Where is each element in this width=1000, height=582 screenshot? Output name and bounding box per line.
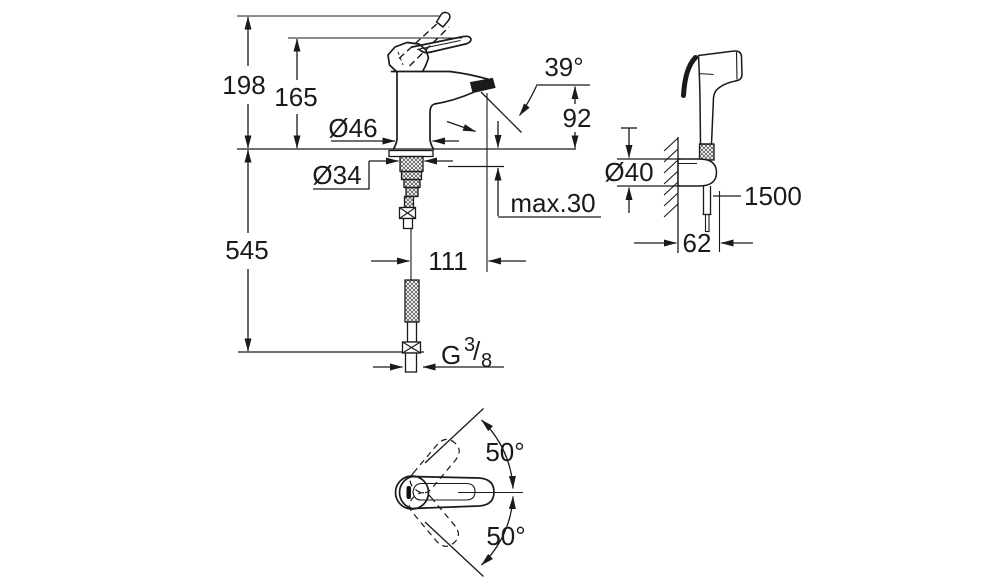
- mounting-hardware: [388, 149, 434, 230]
- dim-62-label: 62: [683, 228, 712, 258]
- angle-leader-arc: [518, 85, 538, 116]
- dim-d40-label: Ø40: [604, 157, 653, 187]
- thread-slash: /: [473, 336, 481, 366]
- hand-sprayer: [697, 50, 743, 145]
- handle-mark: [406, 486, 411, 499]
- dim-d34-label: Ø34: [312, 160, 361, 190]
- sprayer-trigger: [681, 55, 698, 98]
- dimension-198: 198: [222, 16, 266, 149]
- thread-denominator: 8: [481, 350, 492, 372]
- thread-numerator: 3: [464, 334, 475, 356]
- shower-holder: [677, 158, 718, 187]
- water-stream-line: [480, 91, 522, 133]
- supply-hose: [401, 279, 422, 373]
- faucet-body: [387, 11, 496, 150]
- dimension-92: 92: [563, 86, 592, 149]
- thread-prefix: G: [441, 340, 461, 370]
- dim-max30-label: max.30: [510, 188, 595, 218]
- swivel-down-label: 50°: [486, 521, 525, 551]
- dim-545-label: 545: [225, 235, 268, 265]
- hose-connector: [702, 186, 712, 233]
- dim-d46-label: Ø46: [328, 113, 377, 143]
- sprayer-grip: [698, 143, 715, 161]
- stream-angle-arc: [446, 120, 476, 133]
- dimension-1500: 1500: [713, 181, 802, 211]
- dim-39deg-label: 39°: [544, 52, 583, 82]
- aerator: [469, 77, 496, 94]
- handle-raised-outline: [398, 19, 441, 60]
- handle-raised-tip: [435, 11, 451, 28]
- handle-rotated-up: [409, 438, 460, 494]
- main-view: 198 165 545 Ø46 Ø34 39°: [222, 11, 601, 373]
- dimension-111: 111: [371, 246, 526, 276]
- handle-dome: [387, 41, 430, 73]
- swivel-arc-down: [481, 496, 516, 566]
- wall-section: [663, 137, 679, 253]
- dim-111-label: 111: [428, 246, 468, 276]
- dimension-g38: G 3 / 8: [373, 334, 504, 372]
- handle-top-view: 50° 50°: [394, 408, 526, 577]
- dim-198-label: 198: [222, 70, 265, 100]
- swivel-arc-up: [481, 419, 516, 489]
- dimension-d40: Ø40: [604, 127, 681, 213]
- dim-165-label: 165: [274, 82, 317, 112]
- hand-shower-view: Ø40 1500 62: [604, 50, 802, 258]
- dimension-545: 545: [225, 149, 269, 352]
- dimension-d34: Ø34: [312, 157, 453, 190]
- dim-1500-label: 1500: [744, 181, 802, 211]
- dimension-max30: max.30: [494, 121, 601, 218]
- dimension-d46: Ø46: [328, 113, 459, 145]
- handle-rotated-down: [408, 492, 460, 547]
- handle-lever: [411, 35, 472, 54]
- dimension-165: 165: [274, 38, 318, 149]
- swivel-up-label: 50°: [485, 437, 524, 467]
- dim-92-label: 92: [563, 103, 592, 133]
- dimension-62: 62: [634, 191, 753, 258]
